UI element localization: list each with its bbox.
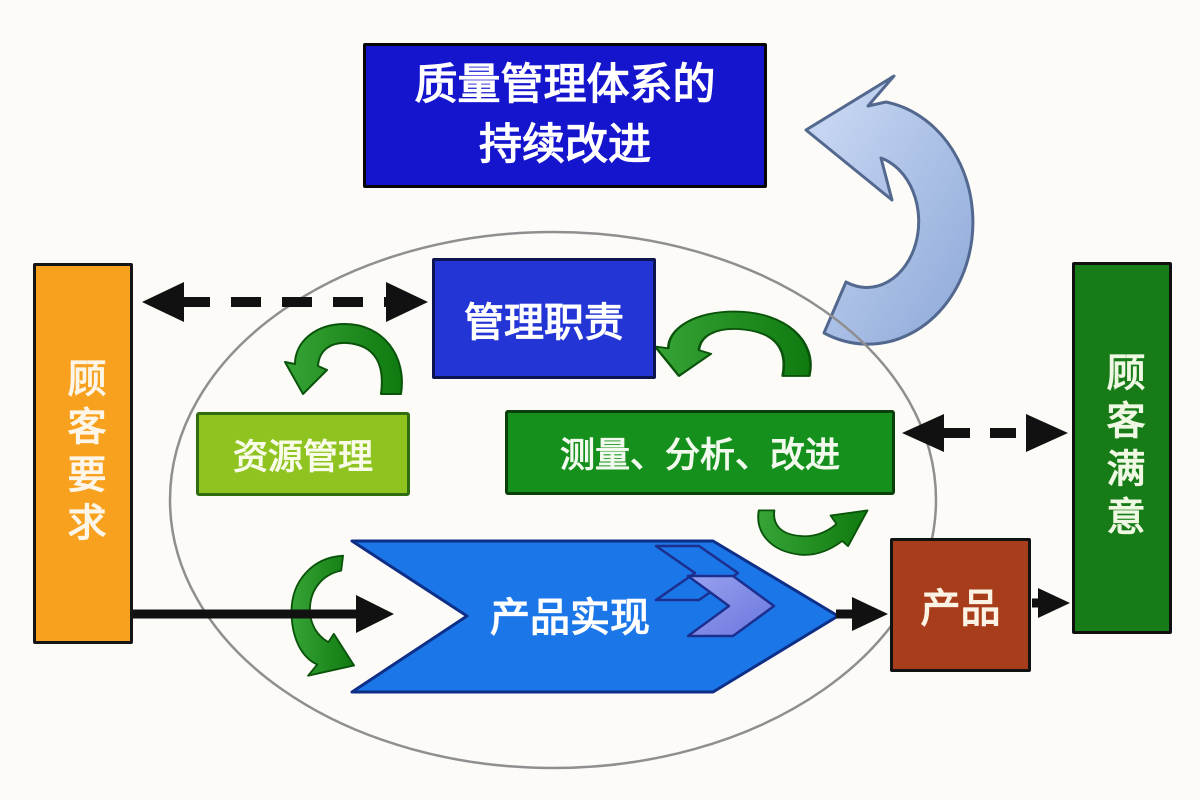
resource-management-label: 资源管理 (232, 437, 373, 477)
continual-improvement-swoosh-arrow (804, 74, 975, 346)
solid-arrow-requirements-to-realization (133, 595, 394, 633)
customer-satisfaction-label: 顾客满意 (1101, 352, 1144, 544)
curved-green-u-arrow (757, 509, 869, 556)
curved-green-arch-arrow-right (653, 310, 812, 377)
title-line-1: 质量管理体系的 (414, 61, 716, 110)
title-box: 质量管理体系的 持续改进 (363, 43, 767, 188)
measurement-analysis-improvement-label: 测量、分析、改进 (559, 436, 840, 475)
dashed-double-arrow-left (142, 282, 428, 322)
customer-satisfaction-box: 顾客满意 (1072, 262, 1172, 634)
solid-arrow-product-to-satisfaction (1032, 588, 1070, 618)
management-responsibility-box: 管理职责 (432, 258, 656, 379)
dashed-double-arrow-right (902, 414, 1068, 452)
resource-management-box: 资源管理 (196, 412, 410, 496)
curved-green-arch-arrow-left (284, 323, 403, 395)
product-label: 产品 (920, 587, 1001, 631)
product-box: 产品 (890, 538, 1031, 672)
customer-requirements-box: 顾客要求 (33, 263, 133, 644)
product-realization-label: 产品实现 (490, 596, 650, 640)
measurement-analysis-improvement-box: 测量、分析、改进 (505, 410, 895, 495)
title-line-2: 持续改进 (479, 120, 651, 169)
curved-green-c-arrow (290, 554, 356, 677)
customer-requirements-label: 顾客要求 (62, 357, 105, 550)
qms-boundary-ellipse (168, 230, 938, 770)
chevron-icon (686, 574, 776, 638)
management-responsibility-label: 管理职责 (464, 300, 624, 345)
solid-arrow-realization-to-product (836, 597, 888, 631)
